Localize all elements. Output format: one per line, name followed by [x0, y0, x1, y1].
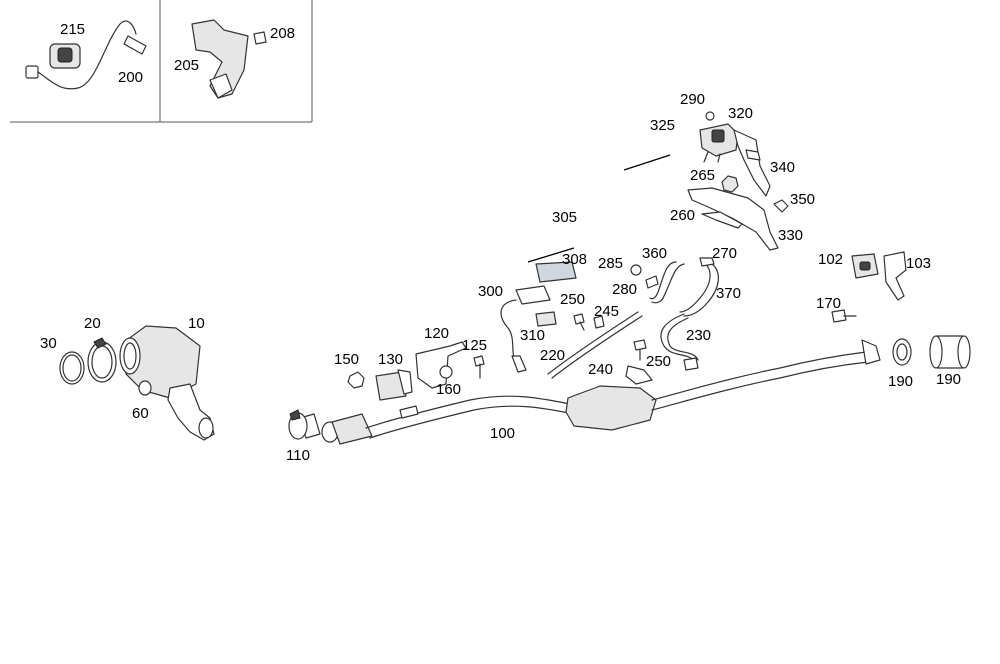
part-clamp-190a[interactable]	[892, 338, 912, 366]
label-370: 370	[716, 285, 741, 302]
label-300: 300	[478, 283, 503, 300]
part-rod-220[interactable]	[547, 311, 643, 379]
label-320: 320	[728, 105, 753, 122]
part-hose-370[interactable]	[679, 257, 719, 317]
label-290: 290	[680, 91, 705, 108]
label-220: 220	[540, 347, 565, 364]
label-230: 230	[686, 327, 711, 344]
label-260: 260	[670, 207, 695, 224]
label-305: 305	[552, 209, 577, 226]
label-170: 170	[816, 295, 841, 312]
part-pipe-230[interactable]	[660, 313, 699, 371]
part-rubber-160[interactable]	[439, 365, 453, 379]
label-100: 100	[490, 425, 515, 442]
label-270: 270	[712, 245, 737, 262]
label-360: 360	[642, 245, 667, 262]
label-308: 308	[562, 251, 587, 268]
part-bolt-125[interactable]	[473, 355, 485, 379]
label-30: 30	[40, 335, 57, 352]
callout-labels: 215 200 205 208 290 320 325 340 265 350 …	[40, 21, 961, 464]
part-screw-250a[interactable]	[573, 313, 585, 331]
label-60: 60	[132, 405, 149, 422]
label-160: 160	[436, 381, 461, 398]
label-190-a: 190	[888, 373, 913, 390]
label-350: 350	[790, 191, 815, 208]
part-sensor-holder-320[interactable]	[699, 111, 739, 163]
part-hanger-103[interactable]	[883, 251, 907, 301]
label-340: 340	[770, 159, 795, 176]
part-seal-60[interactable]	[138, 380, 152, 396]
label-10: 10	[188, 315, 205, 332]
part-clamp-285[interactable]	[630, 264, 642, 276]
part-catalytic-converter-10[interactable]	[119, 325, 215, 441]
part-screw-250b[interactable]	[633, 339, 647, 361]
label-240: 240	[588, 361, 613, 378]
label-215: 215	[60, 21, 85, 38]
part-clamp-190b[interactable]	[929, 335, 971, 369]
inset-frame	[10, 0, 313, 123]
part-oxygen-sensor[interactable]	[25, 20, 147, 90]
part-nut-150[interactable]	[347, 371, 365, 389]
label-125: 125	[462, 337, 487, 354]
label-102: 102	[818, 251, 843, 268]
part-bolt-170[interactable]	[831, 309, 857, 323]
label-120: 120	[424, 325, 449, 342]
label-190-b: 190	[936, 371, 961, 388]
part-hose-360[interactable]	[645, 261, 685, 304]
part-bracket-340[interactable]	[733, 129, 771, 197]
part-clip-245[interactable]	[593, 315, 605, 329]
label-250-b: 250	[646, 353, 671, 370]
label-200: 200	[118, 69, 143, 86]
part-shield-330[interactable]	[687, 187, 779, 251]
label-310: 310	[520, 327, 545, 344]
part-hanger-102[interactable]	[851, 253, 879, 279]
part-heat-shield-308[interactable]	[535, 261, 577, 283]
part-nut-265[interactable]	[721, 175, 739, 193]
label-285: 285	[598, 255, 623, 272]
part-sensor-bracket[interactable]	[191, 19, 267, 99]
label-245: 245	[594, 303, 619, 320]
part-bolt-350[interactable]	[773, 199, 789, 213]
reference-line-325	[623, 154, 671, 171]
label-330: 330	[778, 227, 803, 244]
part-ring-30[interactable]	[59, 351, 85, 385]
label-280: 280	[612, 281, 637, 298]
label-325: 325	[650, 117, 675, 134]
part-bracket-130[interactable]	[375, 369, 413, 401]
label-110: 110	[286, 447, 310, 464]
label-265: 265	[690, 167, 715, 184]
label-103: 103	[906, 255, 931, 272]
part-clamp-20[interactable]	[87, 337, 117, 383]
label-250-a: 250	[560, 291, 585, 308]
reference-line-305	[527, 247, 575, 263]
part-sensor-300[interactable]	[500, 285, 551, 373]
part-clamp-110[interactable]	[288, 409, 308, 440]
label-20: 20	[84, 315, 101, 332]
part-bracket-120[interactable]	[415, 341, 467, 389]
label-208: 208	[270, 25, 295, 42]
label-205: 205	[174, 57, 199, 74]
label-150: 150	[334, 351, 359, 368]
part-bracket-240[interactable]	[625, 365, 653, 385]
label-130: 130	[378, 351, 403, 368]
part-bracket-310[interactable]	[535, 311, 557, 327]
